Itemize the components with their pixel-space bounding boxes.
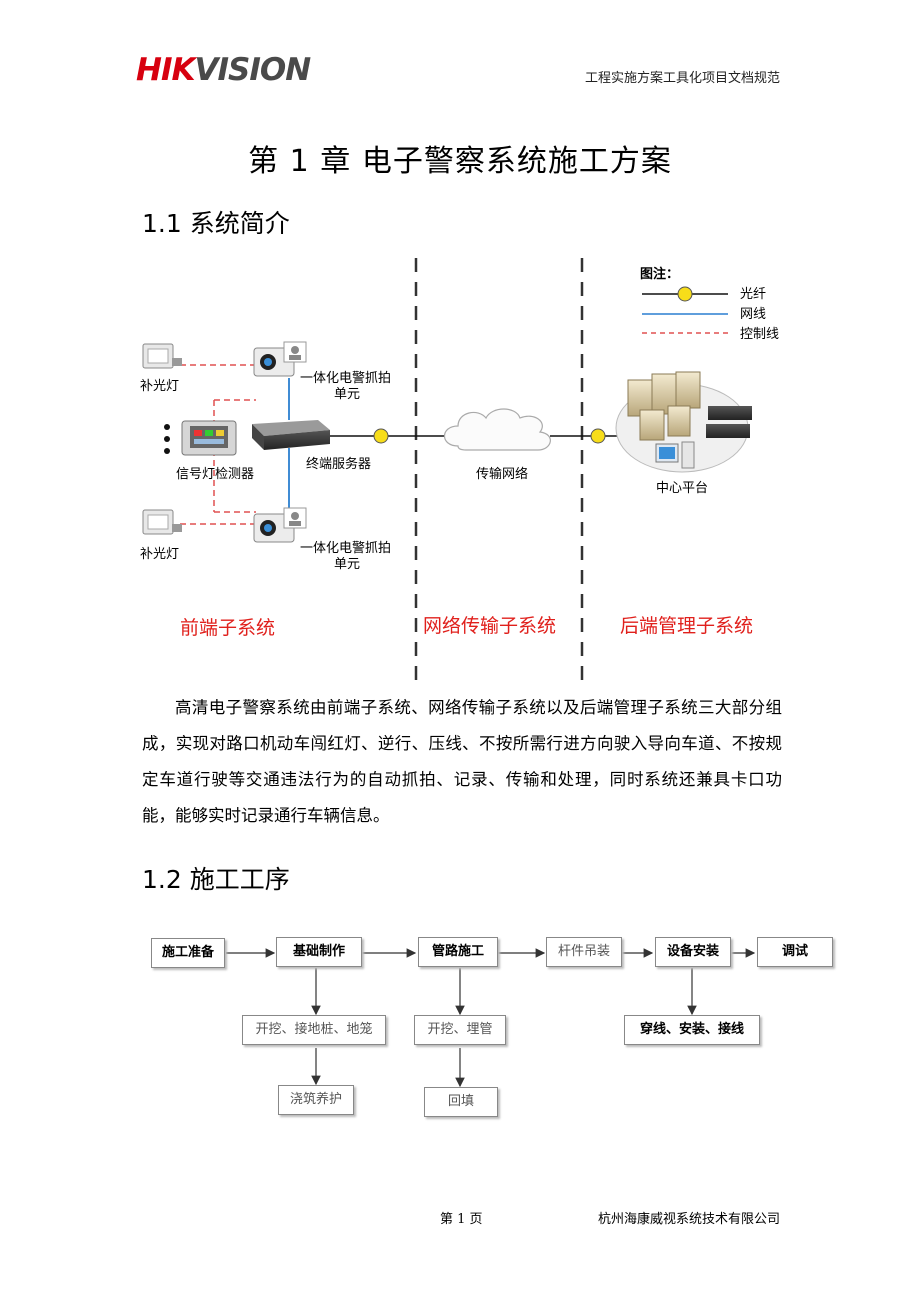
backend-subsystem-label: 后端管理子系统 [620, 615, 753, 637]
logo-vision-text: VISION [194, 52, 312, 88]
camera-top-label-line2: 单元 [334, 387, 360, 402]
legend-network: 网线 [740, 307, 766, 322]
flow-sub-wire: 穿线、安装、接线 [624, 1015, 760, 1045]
flow-step-install: 设备安装 [655, 937, 731, 967]
fill-light-top-label: 补光灯 [140, 379, 179, 394]
flow-step-foundation: 基础制作 [276, 937, 362, 967]
flow-sub-dig-bury: 开挖、埋管 [414, 1015, 506, 1045]
center-platform-label: 中心平台 [656, 481, 708, 496]
company-logo: HIKVISION [136, 52, 312, 88]
transmission-network-label: 传输网络 [476, 466, 528, 482]
camera-bottom-label-line2: 单元 [334, 557, 360, 572]
flow-step-pole: 杆件吊装 [546, 937, 622, 967]
camera-top-label-line1: 一体化电警抓拍 [300, 370, 391, 386]
workstation-icon [655, 441, 695, 469]
storage-device-icon [706, 406, 752, 438]
fiber-connector-icon [373, 428, 389, 444]
system-intro-paragraph: 高清电子警察系统由前端子系统、网络传输子系统以及后端管理子系统三大部分组成，实现… [142, 698, 782, 825]
footer-company: 杭州海康威视系统技术有限公司 [597, 1212, 780, 1227]
legend-control: 控制线 [740, 327, 779, 342]
flow-sub-pour: 浇筑养护 [278, 1085, 354, 1115]
fill-light-bottom-icon [142, 509, 182, 535]
legend-fiber: 光纤 [740, 287, 766, 302]
cloud-icon [443, 408, 551, 451]
system-architecture-diagram: 图注： 光纤 网线 控制线 补光灯 补光灯 [140, 258, 779, 682]
flow-step-prepare: 施工准备 [151, 938, 225, 968]
page-number: 第 1 页 [440, 1212, 483, 1227]
control-lines [180, 364, 256, 525]
camera-bottom-label-line1: 一体化电警抓拍 [300, 540, 391, 556]
fiber-connector-icon [677, 286, 693, 302]
flow-sub-dig-ground: 开挖、接地桩、地笼 [242, 1015, 386, 1045]
flow-step-debug: 调试 [757, 937, 833, 967]
chapter-title: 第 1 章 电子警察系统施工方案 [248, 144, 672, 179]
fiber-connector-icon [590, 428, 606, 444]
flow-sub-backfill: 回填 [424, 1087, 498, 1117]
legend-title: 图注： [640, 266, 679, 282]
construction-flow-arrows [226, 948, 756, 1088]
signal-detector-icon [181, 420, 237, 456]
camera-bottom-icon [253, 507, 307, 543]
document-header-title: 工程实施方案工具化项目文档规范 [584, 71, 780, 86]
fill-light-bottom-label: 补光灯 [140, 547, 179, 562]
camera-top-icon [253, 341, 307, 377]
section-1-1-title: 1.1 系统简介 [142, 209, 290, 238]
flow-step-pipeline: 管路施工 [418, 937, 498, 967]
section-1-2-title: 1.2 施工工序 [142, 865, 290, 894]
more-devices-dots [164, 424, 170, 454]
terminal-server-icon [252, 420, 330, 450]
fill-light-top-icon [142, 343, 182, 369]
network-subsystem-label: 网络传输子系统 [423, 615, 556, 637]
logo-hik-text: HIK [136, 52, 196, 88]
signal-detector-label: 信号灯检测器 [176, 467, 254, 482]
front-subsystem-label: 前端子系统 [180, 617, 275, 639]
server-cluster-icon [627, 371, 701, 441]
terminal-server-label: 终端服务器 [306, 456, 371, 472]
